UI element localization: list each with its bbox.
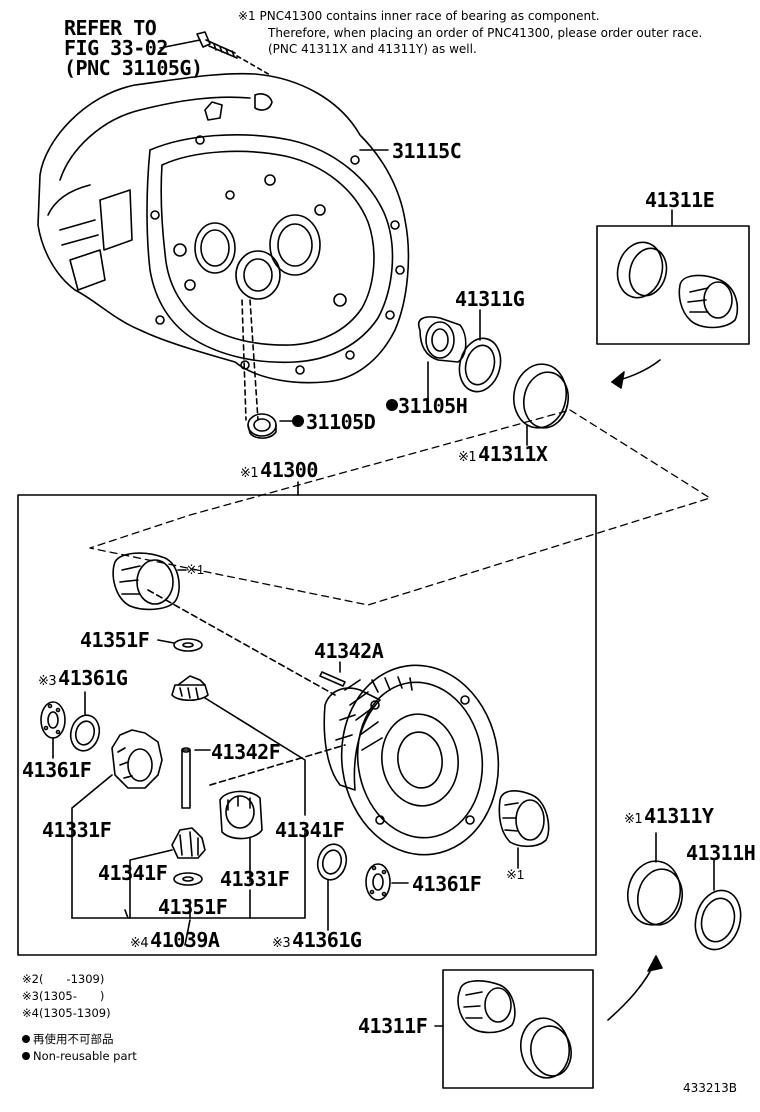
bearing-inner-race-right-part [498,790,550,869]
side-gear-right-part [219,790,263,869]
legend-note-2: ※2( -1309) [22,972,105,986]
bolt-part [159,31,271,76]
part-label-41311g[interactable]: 41311G [455,287,525,311]
kit-41311e-box [596,209,750,389]
part-label-41361f-right[interactable]: 41361F [412,872,482,896]
thrust-washer-bottom-part [173,872,203,886]
part-label-41351f-bottom[interactable]: 41351F [158,895,228,919]
figure-id: 433213B [683,1081,738,1095]
thrust-washer-41361g-bottom-part [316,843,348,931]
note-line-2: Therefore, when placing an order of PNC4… [268,26,703,40]
part-label-41311f[interactable]: 41311F [358,1014,428,1038]
part-label-31115c[interactable]: 31115C [392,139,462,163]
part-label-41331f-mid[interactable]: 41331F [220,867,290,891]
note-mark-1: ※1 [458,450,477,465]
plate-41361f-right-part [365,863,409,901]
note-mark-1: ※1 [240,466,259,481]
note-line-3: (PNC 41311X and 41311Y) as well. [268,42,477,56]
outer-race-41311y-part [626,832,684,926]
legend-note-4: ※4(1305-1309) [22,1006,111,1020]
outer-race-41311x-part [512,363,570,446]
part-label-31105d[interactable]: 31105D [306,410,376,434]
non-reusable-dot-icon [22,1035,30,1043]
pinion-gear-bottom-part [129,827,206,919]
shim-41311g-part [458,309,502,393]
note-mark-4: ※4 [130,936,149,951]
thrust-washer-top-part [157,638,203,652]
kit-41311f-box [434,955,663,1089]
pinion-shaft-41342f-part [181,747,211,809]
legend-note-3: ※3(1305- ) [22,989,105,1003]
part-label-41342f[interactable]: 41342F [211,740,281,764]
thrust-washer-41361g-left-part [69,691,101,752]
note-mark-1: ※1 [624,812,643,827]
legend-non-reusable-jp: 再使用不可部品 [22,1033,114,1046]
note-mark-bearing-right: ※1 [506,867,525,882]
part-label-41361f-left[interactable]: 41361F [22,758,92,782]
part-label-41311e[interactable]: 41311E [645,188,715,212]
part-label-31105h[interactable]: 31105H [398,394,468,418]
plate-41361f-left-part [40,701,66,759]
legend-non-reusable-en: Non-reusable part [22,1050,137,1063]
note-mark-3: ※3 [272,936,291,951]
bearing-inner-race-part [112,552,187,611]
shim-41311h-part [694,859,742,951]
part-label-41331f-left[interactable]: 41331F [42,818,112,842]
pinion-gear-top-part [171,675,306,816]
side-gear-left-part [71,729,163,919]
seal-31105h-part [418,316,467,399]
note-mark-bearing: ※1 [186,562,205,577]
differential-assembly-box [17,494,597,956]
transmission-case-part [37,72,410,421]
non-reusable-dot-icon [22,1052,30,1060]
part-label-41351f-top[interactable]: 41351F [80,628,150,652]
part-label-41341f-right[interactable]: 41341F [275,818,345,842]
pin-41342a-part [319,661,346,687]
part-label-41311h[interactable]: 41311H [686,841,756,865]
part-label-41342a[interactable]: 41342A [314,639,384,663]
refer-line-2: FIG 33-02 [64,36,168,60]
differential-case-ring-gear-part [323,664,500,856]
note-line-1: ※1 PNC41300 contains inner race of beari… [238,9,600,23]
seal-31105d-part [247,413,293,439]
note-mark-3: ※3 [38,674,57,689]
refer-line-1: REFER TO [64,16,157,40]
part-label-41341f-left[interactable]: 41341F [98,861,168,885]
refer-line-3: (PNC 31105G) [64,56,203,80]
